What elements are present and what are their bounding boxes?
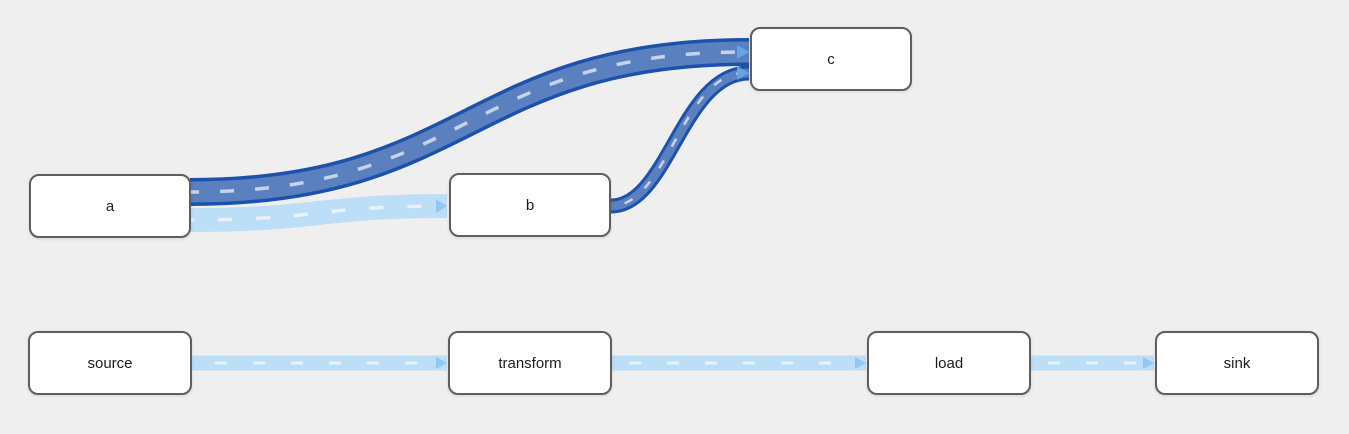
node-a-label: a [105, 197, 115, 215]
edge-a-b-arrowhead-icon [436, 199, 447, 213]
node-load-label: load [934, 354, 964, 372]
node-transform-label: transform [498, 354, 562, 372]
edge-b-c-road [610, 68, 750, 211]
node-a[interactable]: a [29, 174, 191, 238]
node-transform[interactable]: transform [448, 331, 612, 395]
edge-b-c-lane-marks [610, 71, 746, 208]
node-load[interactable]: load [867, 331, 1031, 395]
node-c[interactable]: c [750, 27, 912, 91]
edge-source-transform-arrowhead-icon [436, 357, 447, 369]
edge-b-c-arrowhead-icon [737, 66, 749, 80]
edge-a-c-arrowhead-icon [737, 45, 749, 59]
node-b[interactable]: b [449, 173, 611, 237]
node-c-label: c [827, 50, 835, 68]
node-source[interactable]: source [28, 331, 192, 395]
edge-transform-load[interactable] [611, 355, 866, 371]
node-source-label: source [87, 354, 133, 372]
node-sink[interactable]: sink [1155, 331, 1319, 395]
edge-a-b-road [189, 194, 448, 232]
edge-load-sink-arrowhead-icon [1143, 357, 1154, 369]
edge-a-c-lane-marks [189, 50, 746, 194]
edge-b-c[interactable] [610, 65, 750, 214]
edge-source-transform[interactable] [191, 355, 447, 371]
edge-a-c[interactable] [189, 38, 750, 206]
edge-load-sink[interactable] [1030, 355, 1154, 371]
edge-transform-load-arrowhead-icon [855, 357, 866, 369]
edge-a-b[interactable] [189, 194, 448, 232]
node-b-label: b [525, 196, 535, 214]
node-sink-label: sink [1223, 354, 1251, 372]
